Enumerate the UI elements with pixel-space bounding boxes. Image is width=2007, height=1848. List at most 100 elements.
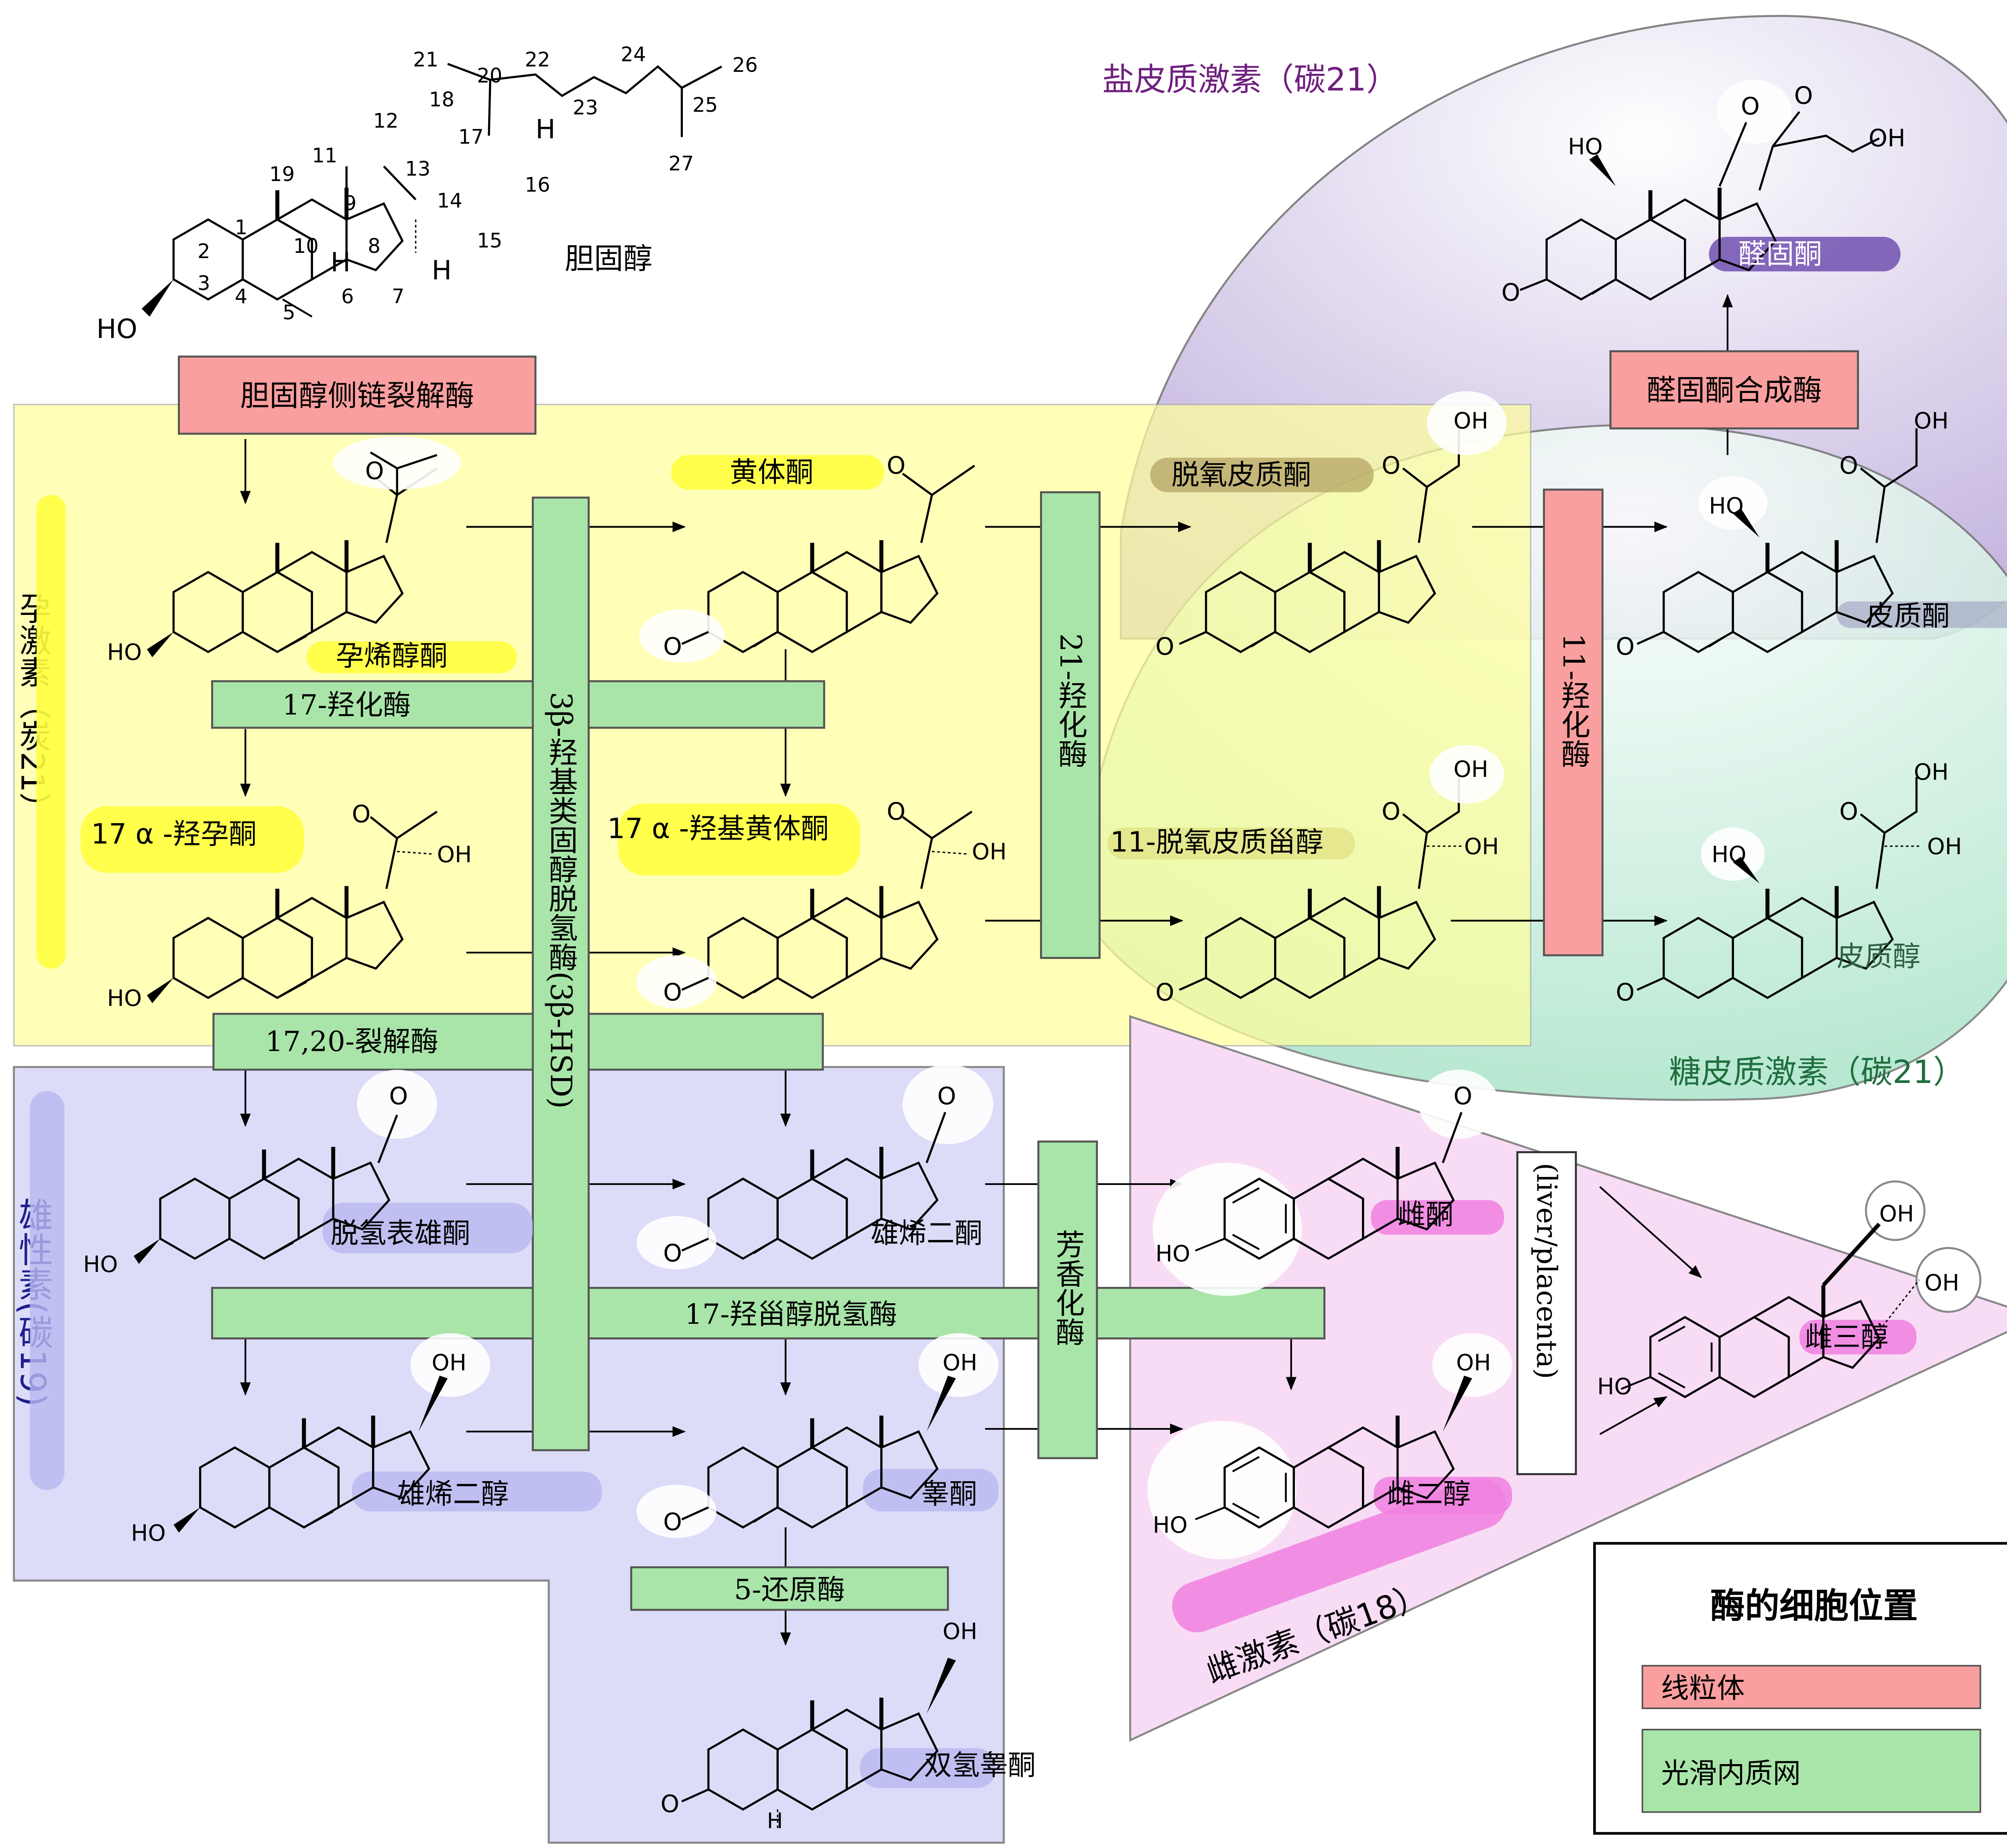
androstenediol-ho: HO [131,1520,166,1546]
corticosterone-structure: O O OH HO 皮质酮 [1616,408,1950,660]
carbon-25: 25 [692,93,718,116]
deoxycortisol-o3: O [1156,979,1174,1007]
corticosterone-label: 皮质酮 [1866,600,1950,632]
hydroxyprogesterone-o20: O [887,798,906,826]
cortisol-ho11: HO [1712,842,1746,868]
deoxycorticosterone-o3: O [1156,633,1174,661]
aldosterone-structure: O O O OH HO 醛固酮 [1501,79,1905,307]
carbon-17: 17 [458,125,484,149]
pregnenolone-label: 孕烯醇酮 [336,639,448,672]
cholesterol-ho: HO [96,313,137,344]
legend-ser-swatch [1641,1729,1981,1813]
cholesterol-h9: H [330,246,350,278]
enzyme-17bhsd-label: 17-羟甾醇脱氢酶 [685,1298,898,1331]
pregnenolone-structure: O HO 孕烯醇酮 [107,436,461,672]
liver-placenta-label: (liver/placenta) [1531,1163,1563,1379]
carbon-24: 24 [621,43,646,66]
deoxycortisol-oh17: OH [1464,834,1499,860]
estriol-oh16: OH [1879,1201,1914,1227]
enzyme-5-reductase-box [630,1566,949,1611]
estriol-label: 雌三醇 [1805,1321,1889,1353]
enzyme-scc-label: 胆固醇侧链裂解酶 [240,379,474,413]
enzyme-21-hydroxylase-label: 21-羟化酶 [1053,633,1087,768]
testosterone-label: 睾酮 [921,1478,977,1510]
estrone-ho: HO [1156,1241,1191,1267]
carbon-18: 18 [429,88,454,111]
cholesterol-h17: H [535,114,556,145]
cortisol-oh17: OH [1927,834,1962,860]
estriol-structure: OH OH HO 雌三醇 [1597,1180,1982,1400]
hydroxyprogesterone-o3: O [663,979,682,1007]
deoxycortisol-oh21: OH [1453,757,1488,783]
enzyme-aldosterone-synthase-box [1609,350,1859,429]
estradiol-structure: OH HO 雌二醇 [1147,1333,1512,1559]
carbon-27: 27 [668,152,694,175]
pregnenolone-o: O [365,457,384,485]
enzyme-3bhsd-label: 3β-羟基类固醇脱氢酶(3β-HSD) [543,692,578,1109]
carbon-21: 21 [413,48,438,71]
enzyme-17-hydroxylase-label: 17-羟化酶 [282,689,411,721]
enzyme-11-hydroxylase-label: 11-羟化酶 [1556,633,1590,768]
carbon-13: 13 [405,157,430,181]
corticosterone-oh21: OH [1914,408,1949,434]
dhea-ho: HO [83,1252,118,1278]
carbon-9: 9 [344,192,357,215]
testosterone-o: O [663,1508,682,1536]
hydroxypregnenolone-o: O [352,800,371,828]
carbon-26: 26 [733,53,758,77]
deoxycorticosterone-label: 脱氧皮质酮 [1171,459,1311,491]
enzyme-boxes: 胆固醇侧链裂解酶 17-羟化酶 17,20-裂解酶 17-羟甾醇脱氢酶 3β-羟… [178,350,1859,1611]
estradiol-oh: OH [1456,1350,1491,1376]
androstenediol-oh: OH [432,1350,466,1376]
enzyme-17-hydroxylase-box [211,680,825,729]
region-label-glucocorticoid: 糖皮质激素（碳21） [1669,1053,1965,1091]
enzyme-11-hydroxylase-box [1543,488,1604,957]
legend: 酶的细胞位置 线粒体 光滑内质网 [1593,1542,2007,1835]
androgen-region [13,1066,1005,1844]
liver-placenta-box [1516,1151,1577,1476]
aldosterone-o20: O [1794,82,1813,110]
hydroxyprogesterone-label: 17 α -羟基黄体酮 [607,812,829,845]
estradiol-label: 雌二醇 [1387,1478,1471,1510]
estrone-o: O [1453,1083,1472,1110]
carbon-10: 10 [293,234,319,258]
corticosterone-o20: O [1839,452,1858,480]
carbon-20: 20 [477,64,502,88]
cortisol-label: 皮质醇 [1837,940,1921,973]
hydroxypregnenolone-structure: O OH HO 17 α -羟孕酮 [91,800,472,1011]
corticosterone-ho11: HO [1709,493,1744,519]
cholesterol-label: 胆固醇 [565,242,653,276]
enzyme-5-reductase-label: 5-还原酶 [734,1573,845,1606]
dht-o: O [661,1791,680,1818]
dhea-o: O [389,1083,408,1110]
progesterone-o20: O [887,452,906,480]
progesterone-structure: O O 黄体酮 [639,452,975,663]
carbon-8: 8 [368,234,381,258]
hydroxyprogesterone-oh: OH [972,839,1007,865]
hydroxypregnenolone-oh: OH [437,842,472,868]
androstenedione-o17: O [937,1083,956,1110]
androstenediol-label: 雄烯二醇 [397,1478,509,1510]
progesterone-label: 黄体酮 [730,456,814,488]
carbon-15: 15 [477,229,502,252]
deoxycorticosterone-o20: O [1382,452,1400,480]
carbon-4: 4 [235,285,248,308]
androstenediol-structure: OH HO 雄烯二醇 [131,1333,509,1546]
pregnenolone-ho: HO [107,639,142,666]
region-label-mineralocorticoid: 盐皮质激素（碳21） [1102,61,1398,98]
carbon-16: 16 [525,173,550,196]
deoxycortisol-structure: O O OH OH 11-脱氧皮质甾醇 [1110,745,1504,1007]
estrone-label: 雌酮 [1398,1198,1453,1231]
dhea-structure: O HO 脱氢表雄酮 [83,1069,470,1278]
androstenedione-structure: O O 雄烯二酮 [636,1064,993,1270]
testosterone-oh: OH [942,1350,977,1376]
carbon-19: 19 [269,163,295,186]
cholesterol-structure: HO H H H 1 2 3 4 5 6 7 8 9 10 11 12 13 1… [96,43,758,344]
cortisol-o20: O [1839,798,1858,826]
hydroxyprogesterone-structure: O O OH 17 α -羟基黄体酮 [607,798,1007,1009]
carbon-3: 3 [197,272,210,295]
estriol-ho: HO [1597,1374,1632,1400]
legend-mitochondria-label: 线粒体 [1661,1672,1745,1704]
cortisol-o3: O [1616,979,1635,1007]
estriol-oh17: OH [1924,1270,1959,1296]
